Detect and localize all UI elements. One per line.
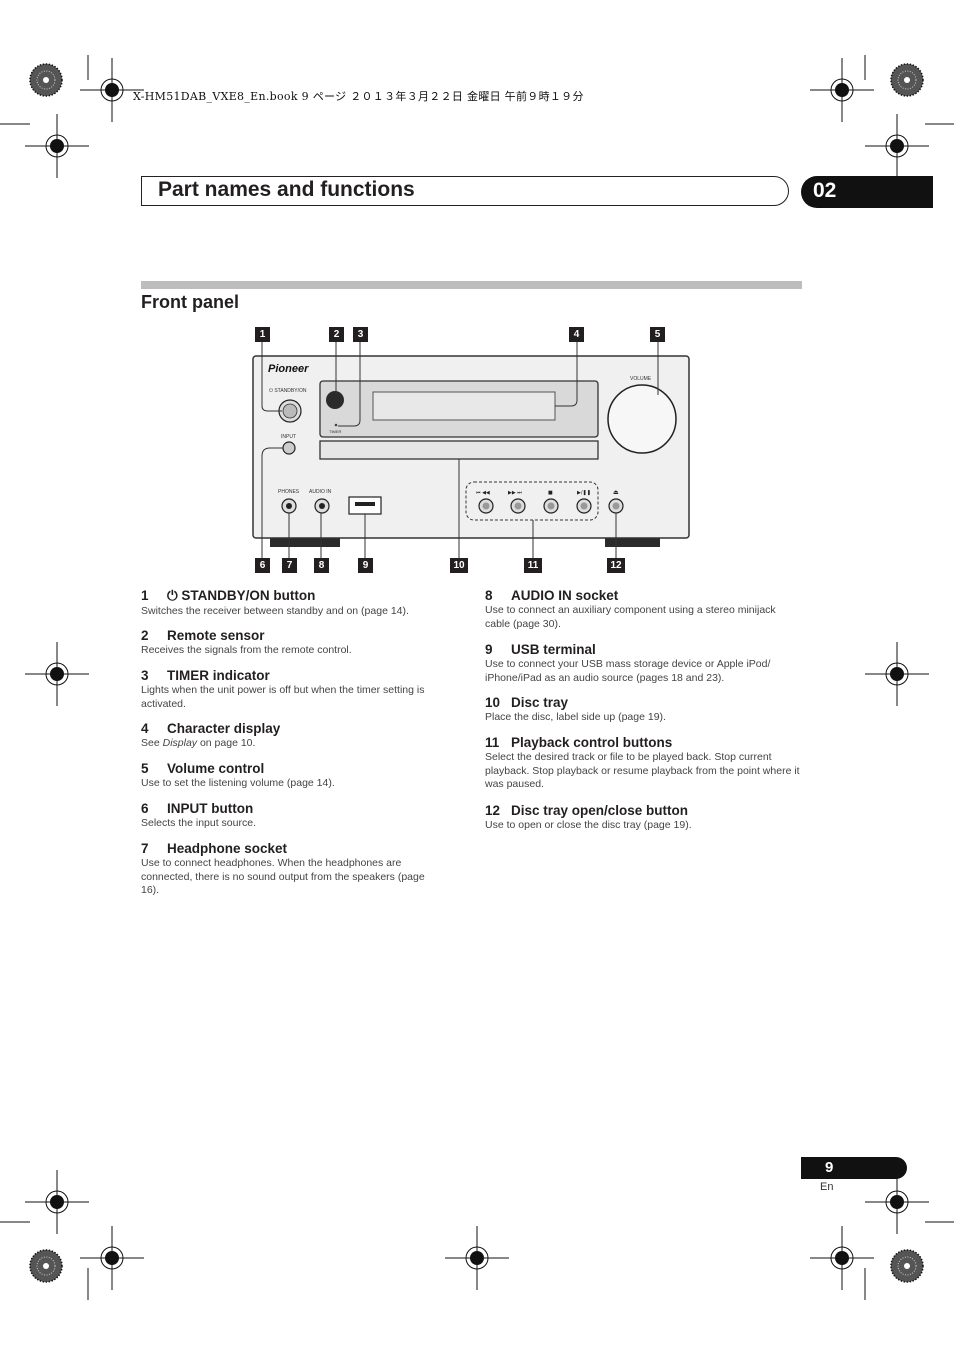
brand-logo: Pioneer [268, 363, 309, 375]
page-number: 9 [825, 1159, 834, 1176]
part-description: Place the disc, label side up (page 19). [485, 711, 666, 723]
page-title: Part names and functions [158, 178, 415, 201]
volume-label: VOLUME [630, 376, 652, 382]
callout-5: 5 [650, 327, 665, 342]
part-item-4: 4 Character display See Display on page 1… [141, 721, 466, 751]
part-description: See Display on page 10. [141, 737, 256, 749]
part-description: Receives the signals from the remote con… [141, 644, 352, 656]
part-title: Headphone socket [167, 841, 288, 856]
part-number: 6 [141, 801, 149, 816]
part-number: 5 [141, 761, 149, 776]
part-number: 8 [485, 588, 493, 603]
part-title: Playback control buttons [511, 735, 673, 750]
part-title: Disc tray open/close button [511, 803, 689, 818]
part-description: Lights when the unit power is off but wh… [141, 684, 425, 710]
callout-2: 2 [329, 327, 344, 342]
timer-label: TIMER [329, 429, 342, 434]
part-number: 9 [485, 642, 493, 657]
part-item-6: 6 INPUT button Selects the input source. [141, 801, 466, 831]
input-label: INPUT [281, 434, 296, 440]
part-title: Disc tray [511, 695, 569, 710]
volume-knob [607, 384, 677, 454]
part-title: Remote sensor [167, 628, 265, 643]
part-description: Use to open or close the disc tray (page… [485, 819, 692, 831]
part-number: 7 [141, 841, 149, 856]
language-label: En [820, 1181, 834, 1193]
callout-7: 7 [282, 558, 297, 573]
part-description: Switches the receiver between standby an… [141, 605, 409, 617]
callout-9: 9 [358, 558, 373, 573]
callout-12: 12 [607, 558, 625, 573]
part-item-9: 9 USB terminal Use to connect your USB ma… [485, 642, 805, 685]
character-display [372, 391, 556, 421]
part-description: Use to connect your USB mass storage dev… [485, 658, 771, 684]
part-description: Use to connect headphones. When the head… [141, 857, 425, 896]
part-item-5: 5 Volume control Use to set the listening… [141, 761, 466, 791]
part-number: 12 [485, 803, 501, 818]
part-title: Character display [167, 721, 281, 736]
callout-4: 4 [569, 327, 584, 342]
part-title: Volume control [167, 761, 265, 776]
page-number-tab: 9 [801, 1157, 907, 1179]
callout-10: 10 [450, 558, 468, 573]
part-number: 1 [141, 588, 149, 603]
print-slug-line: X-HM51DAB_VXE8_En.book 9 ページ ２０１３年３月２２日 … [133, 90, 584, 103]
next-label: ▶▶ ⏭ [508, 490, 522, 496]
part-item-2: 2 Remote sensor Receives the signals from… [141, 628, 466, 658]
part-title: USB terminal [511, 642, 596, 657]
part-description: Use to set the listening volume (page 14… [141, 777, 335, 789]
part-number: 10 [485, 695, 501, 710]
part-item-8: 8 AUDIO IN socket Use to connect an auxil… [485, 588, 785, 631]
part-item-12: 12 Disc tray open/close button Use to ope… [485, 803, 810, 833]
input-button [282, 441, 296, 455]
part-number: 3 [141, 668, 149, 683]
part-item-7: 7 Headphone socket Use to connect headpho… [141, 841, 441, 898]
part-item-11: 11 Playback control buttons Select the de… [485, 735, 805, 792]
stop-label: ■ [548, 490, 553, 496]
playback-buttons-group [465, 481, 599, 521]
section-title: Front panel [141, 292, 239, 312]
part-description: Select the desired track or file to be p… [485, 751, 800, 790]
part-number: 2 [141, 628, 149, 643]
section-rule [141, 281, 802, 289]
remote-sensor [326, 391, 344, 409]
part-number: 4 [141, 721, 149, 736]
part-title: INPUT button [167, 801, 254, 816]
standby-label: ⏻ STANDBY/ON [269, 388, 307, 394]
callout-1: 1 [255, 327, 270, 342]
part-number: 11 [485, 735, 500, 750]
phones-label: PHONES [278, 489, 300, 495]
prev-label: ⏮ ◀◀ [476, 490, 490, 496]
front-panel-diagram: Pioneer ⏻ STANDBY/ON INPUT TIMER VOLUME … [252, 342, 690, 558]
part-title: AUDIO IN socket [511, 588, 619, 603]
chapter-number-tab: 02 [801, 176, 933, 208]
callout-3: 3 [353, 327, 368, 342]
part-item-1: 1 ⏻ STANDBY/ON button Switches the receiv… [141, 588, 466, 619]
callout-6: 6 [255, 558, 270, 573]
disc-tray [319, 440, 599, 460]
part-title: ⏻ STANDBY/ON button [167, 588, 316, 603]
chapter-number: 02 [813, 179, 837, 202]
part-description: Selects the input source. [141, 817, 256, 829]
display-reference: Display [162, 737, 198, 749]
part-item-10: 10 Disc tray Place the disc, label side u… [485, 695, 810, 725]
play-pause-label: ▶/❚❚ [577, 490, 591, 496]
timer-indicator [334, 423, 338, 427]
part-item-3: 3 TIMER indicator Lights when the unit po… [141, 668, 461, 711]
callout-11: 11 [524, 558, 542, 573]
audio-in-label: AUDIO IN [309, 489, 332, 495]
eject-label: ⏏ [613, 489, 619, 496]
callout-8: 8 [314, 558, 329, 573]
chapter-title-bar: Part names and functions [141, 176, 789, 206]
part-description: Use to connect an auxiliary component us… [485, 604, 776, 630]
part-title: TIMER indicator [167, 668, 270, 683]
